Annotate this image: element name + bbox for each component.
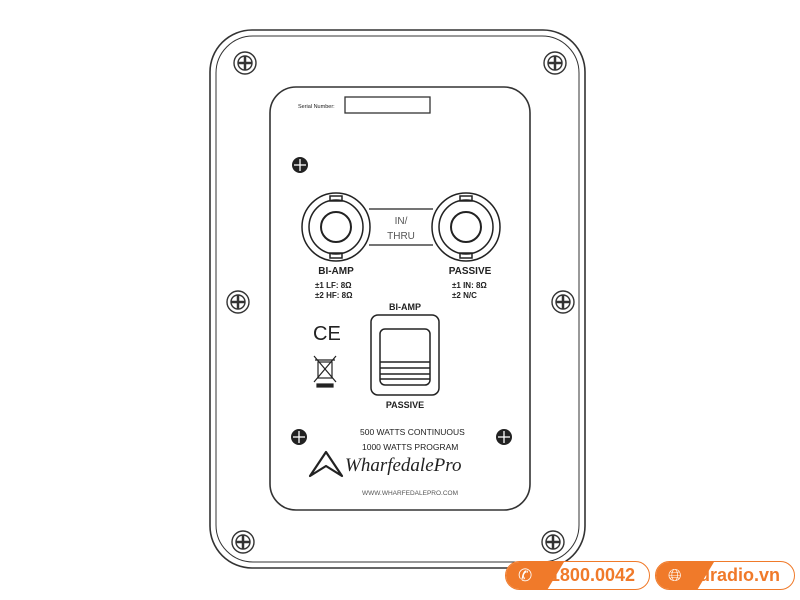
website-link: hdradio.vn [687, 565, 780, 585]
inner-panel [269, 86, 531, 511]
wharfedale-logo-icon [308, 450, 344, 478]
speakon-connector-passive[interactable] [431, 192, 501, 262]
bridge-label-thru: THRU [387, 231, 415, 242]
passive-spec-1: ±1 IN: 8Ω [452, 281, 487, 290]
biamp-connector-title: BI-AMP [318, 266, 354, 277]
panel-screw-icon [496, 429, 512, 445]
biamp-spec-2: ±2 HF: 8Ω [315, 291, 353, 300]
screw-icon [231, 530, 255, 554]
screw-icon [233, 51, 257, 75]
passive-connector-title: PASSIVE [449, 266, 492, 277]
phone-number: 1800.0042 [549, 565, 635, 585]
switch-label-passive: PASSIVE [386, 400, 424, 410]
serial-number-label: Serial Number: [298, 104, 335, 110]
power-program: 1000 WATTS PROGRAM [362, 442, 458, 452]
screw-icon [226, 290, 250, 314]
outer-plate-inner-edge [215, 35, 580, 563]
brand-wordmark: WharfedalePro [345, 455, 461, 476]
panel-screw-icon [291, 429, 307, 445]
mode-switch[interactable] [370, 314, 440, 396]
phone-badge[interactable]: ✆ 1800.0042 [505, 561, 650, 590]
screw-icon [551, 290, 575, 314]
screw-icon [541, 530, 565, 554]
screw-icon [543, 51, 567, 75]
globe-icon: 🌐︎ [656, 562, 714, 589]
passive-spec-2: ±2 N/C [452, 291, 477, 300]
connector-bridge [369, 208, 433, 246]
biamp-spec-1: ±1 LF: 8Ω [315, 281, 352, 290]
ce-mark: CE [313, 323, 341, 345]
switch-label-biamp: BI-AMP [389, 302, 421, 312]
outer-plate [209, 29, 586, 569]
serial-number-box [344, 96, 431, 114]
bridge-label-in: IN/ [395, 216, 408, 227]
website-badge[interactable]: 🌐︎ hdradio.vn [655, 561, 795, 590]
weee-bin-icon [313, 355, 337, 388]
speakon-connector-biamp[interactable] [301, 192, 371, 262]
website-url: WWW.WHARFEDALEPRO.COM [362, 490, 458, 497]
power-continuous: 500 WATTS CONTINUOUS [360, 427, 465, 437]
panel-screw-icon [292, 157, 308, 173]
